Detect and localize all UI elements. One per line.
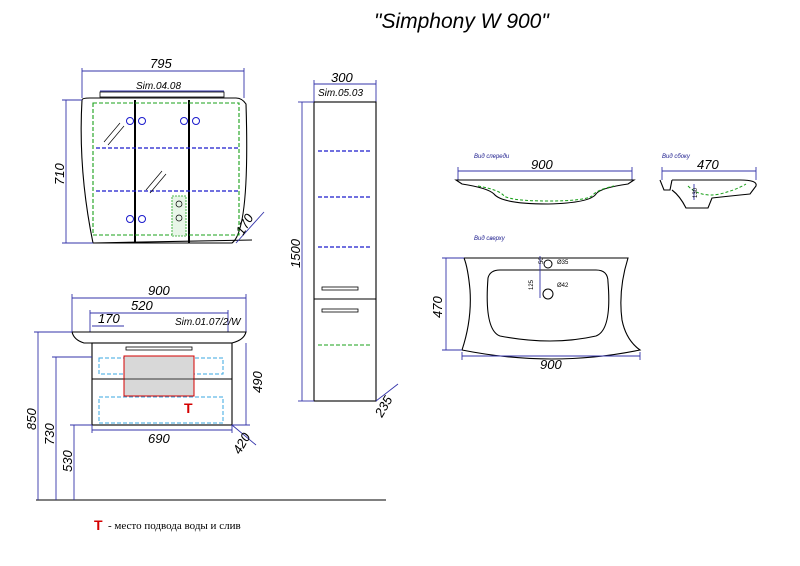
basin-hole-large-diameter: Ø42 <box>557 283 569 289</box>
column-depth-dim: 235 <box>371 393 396 421</box>
vanity-top-width-dim: 900 <box>148 283 170 298</box>
basin-side-view-label: Вид сбоку <box>662 154 691 160</box>
basin-side-small-dim: 130 <box>693 187 699 198</box>
page-title: "Simphony W 900" <box>374 10 550 33</box>
vanity-inner-width-dim: 520 <box>131 298 153 313</box>
vanity-low-height-dim: 530 <box>60 450 75 472</box>
basin-top-view: Вид сверху 50 125 Ø35 Ø42 470 900 <box>430 236 642 372</box>
mirror-depth-dim: 170 <box>233 211 257 238</box>
basin-hole-offset-small: 50 <box>539 257 545 264</box>
basin-top-view-label: Вид сверху <box>474 236 506 242</box>
basin-hole-small-diameter: Ø35 <box>557 260 569 266</box>
legend-text: - место подвода воды и слив <box>108 520 241 532</box>
basin-front-view-label: Вид спереди <box>474 154 510 160</box>
basin-side-view: Вид сбоку 470 130 <box>659 154 757 209</box>
mirror-code-label: Sim.04.08 <box>136 81 181 92</box>
basin-top-width-dim: 900 <box>540 357 562 372</box>
basin-top-depth-dim: 470 <box>430 296 445 318</box>
mirror-cabinet: 795 Sim.04.08 <box>52 56 265 244</box>
vanity-unit: 900 520 170 Sim.01.07/2/W Т 690 490 <box>24 283 386 501</box>
vanity-code-label: Sim.01.07/2/W <box>175 317 242 328</box>
vanity-depth-dim: 420 <box>230 430 254 457</box>
vanity-mid-height-dim: 730 <box>42 423 57 445</box>
column-height-dim: 1500 <box>288 238 303 268</box>
mirror-width-dim: 795 <box>150 56 172 71</box>
vanity-offset-dim: 170 <box>98 311 120 326</box>
vanity-total-height-dim: 850 <box>24 408 39 430</box>
column-width-dim: 300 <box>331 70 353 85</box>
water-connection-mark: Т <box>184 400 193 416</box>
basin-hole-offset-large: 125 <box>529 279 535 290</box>
column-code-label: Sim.05.03 <box>318 88 363 99</box>
basin-front-width-dim: 900 <box>531 157 553 172</box>
basin-side-depth-dim: 470 <box>697 157 719 172</box>
vanity-body-width-dim: 690 <box>148 431 170 446</box>
vanity-body-height-dim: 490 <box>250 371 265 393</box>
mirror-height-dim: 710 <box>52 163 67 185</box>
legend: Т - место подвода воды и слив <box>94 517 241 533</box>
legend-mark: Т <box>94 517 103 533</box>
tall-column: 300 Sim.05.03 1500 235 <box>288 70 399 421</box>
basin-front-view: Вид спереди 900 <box>454 154 636 205</box>
